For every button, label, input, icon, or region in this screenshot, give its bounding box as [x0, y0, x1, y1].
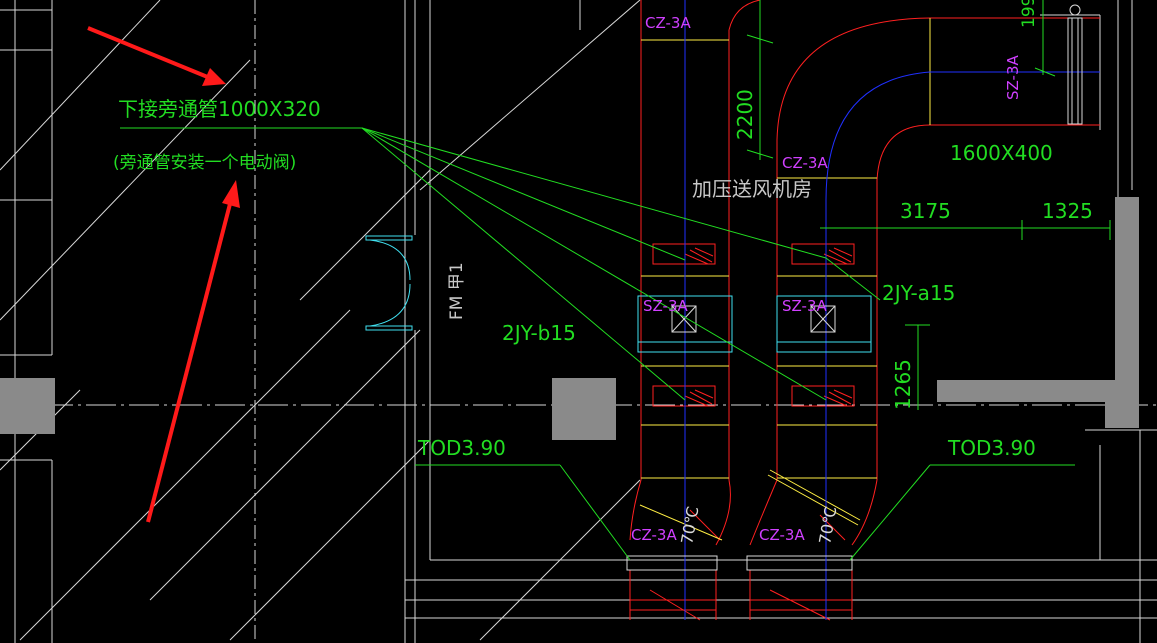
tod-left-label: TOD3.90	[417, 436, 506, 460]
arrow-top-shaft	[87, 26, 211, 80]
tod-right-label: TOD3.90	[947, 436, 1036, 460]
fan-units	[637, 295, 872, 353]
fan-right-label: 2JY-a15	[882, 281, 955, 305]
arrow-bottom-shaft	[146, 199, 233, 523]
cz-tag-mid-right: CZ-3A	[782, 154, 828, 172]
dim-2200-label: 2200	[733, 89, 757, 140]
cz-tag-bottom-left: CZ-3A	[631, 526, 677, 544]
dim-1325-label: 1325	[1042, 199, 1093, 223]
equipment-tags: CZ-3A CZ-3A CZ-3A CZ-3A SZ-3A SZ-3A SZ-3…	[631, 14, 1022, 544]
leader-lines	[120, 127, 881, 401]
ducts	[629, 0, 1100, 621]
fan-left-label: 2JY-b15	[502, 321, 576, 345]
cz-tag-bottom-right: CZ-3A	[759, 526, 805, 544]
arrow-top-head	[202, 68, 226, 86]
dim-199-label: 199	[1019, 0, 1039, 28]
duct-size-label: 1600X400	[950, 141, 1053, 165]
room-label: 加压送风机房	[692, 177, 812, 201]
dim-3175-label: 3175	[900, 199, 951, 223]
sz-tag-right: SZ-3A	[782, 297, 827, 315]
door-symbol	[365, 235, 413, 331]
door-tag-label: FM 甲1	[447, 262, 467, 320]
dimension-lines	[415, 0, 1111, 561]
sz-tag-left: SZ-3A	[643, 297, 688, 315]
duct-centerlines	[684, 0, 1100, 620]
bypass-note-label: (旁通管安装一个电动阀)	[113, 153, 296, 173]
red-arrows	[87, 26, 240, 523]
annotation-texts: 下接旁通管1000X320 (旁通管安装一个电动阀) 2JY-b15 2JY-a…	[113, 0, 1093, 460]
fan-motor-boxes	[626, 4, 1083, 571]
columns	[0, 197, 1139, 440]
cz-tag-top-left: CZ-3A	[645, 14, 691, 32]
arrow-bottom-head	[222, 180, 240, 208]
sz-tag-top-right: SZ-3A	[1004, 55, 1022, 100]
dim-1265-label: 1265	[891, 359, 915, 410]
bypass-main-label: 下接旁通管1000X320	[118, 97, 321, 121]
